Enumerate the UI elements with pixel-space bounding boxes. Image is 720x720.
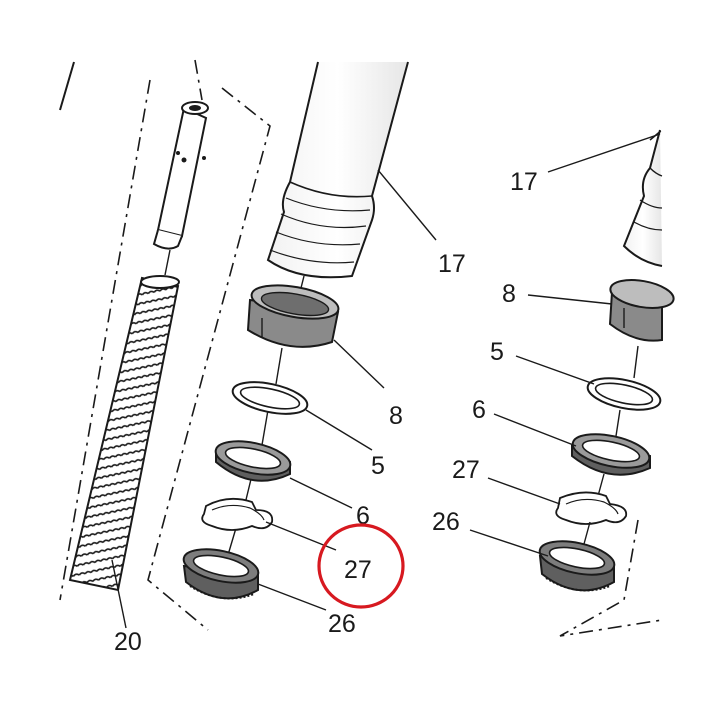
outer-tube-edge — [59, 61, 75, 111]
axis-line-right-5-6 — [615, 409, 621, 437]
leader-5-left — [305, 409, 373, 451]
oil-seal — [214, 440, 292, 482]
label-20: 20 — [114, 628, 142, 656]
leader-17-left — [377, 169, 437, 241]
retaining-clip-right — [555, 491, 628, 525]
leader-17-right — [547, 133, 661, 173]
leader-8-left — [333, 339, 385, 389]
boundary-line-bracket — [147, 87, 271, 631]
damper-rod — [152, 101, 209, 250]
boundary-line-rod — [194, 59, 203, 101]
washer-right — [586, 377, 662, 411]
axis-line-27-26 — [227, 527, 237, 556]
fork-spring — [68, 275, 180, 592]
dust-seal-right — [538, 540, 616, 592]
axis-line-right-8-5 — [633, 345, 639, 379]
boundary-line-right — [559, 519, 663, 637]
label-17-left: 17 — [438, 250, 466, 278]
leader-20 — [111, 559, 127, 629]
guide-bushing — [246, 284, 340, 348]
axis-line-5-6 — [261, 409, 269, 446]
label-6-right: 6 — [472, 396, 486, 424]
leader-26-left — [257, 583, 327, 611]
label-26-left: 26 — [328, 610, 356, 638]
guide-bushing-right — [608, 279, 675, 342]
label-27-right: 27 — [452, 456, 480, 484]
axis-line-8-5 — [275, 347, 283, 385]
label-5-right: 5 — [490, 338, 504, 366]
leader-26-right — [469, 529, 549, 557]
leader-27-right — [487, 477, 561, 505]
highlight-circle — [317, 523, 405, 609]
retaining-clip — [201, 497, 274, 531]
fork-tube-right — [622, 129, 663, 267]
axis-line-right-27-26 — [583, 521, 591, 545]
leader-6-right — [493, 413, 577, 447]
label-5-left: 5 — [371, 452, 385, 480]
leader-8-right — [527, 294, 613, 305]
dust-seal — [182, 548, 260, 600]
label-26-right: 26 — [432, 508, 460, 536]
label-8-right: 8 — [502, 280, 516, 308]
oil-seal-right — [571, 433, 651, 476]
leader-6-left — [289, 477, 353, 509]
boundary-line-outer-left — [59, 79, 151, 601]
label-27-left: 27 — [344, 556, 372, 584]
rod-axis-line — [164, 249, 171, 276]
axis-line-right-6-27 — [597, 473, 605, 497]
label-17-right: 17 — [510, 168, 538, 196]
label-8-left: 8 — [389, 402, 403, 430]
fork-tube — [266, 61, 409, 279]
label-6-left: 6 — [356, 502, 370, 530]
leader-5-right — [515, 355, 595, 385]
washer — [231, 381, 309, 415]
